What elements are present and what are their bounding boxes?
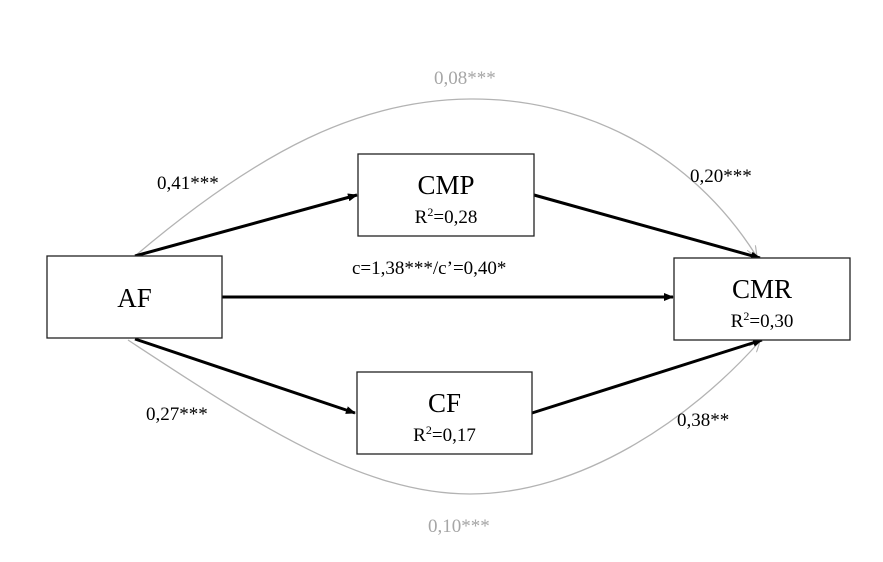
node-af-box <box>46 255 223 339</box>
node-cf-box <box>356 371 533 455</box>
label-af-cf: 0,27*** <box>146 404 208 425</box>
node-cmp-box <box>357 153 535 237</box>
label-af-cmr: c=1,38***/c’=0,40* <box>352 258 506 279</box>
node-af: AF <box>46 255 223 339</box>
path-af-to-cmp <box>134 193 358 258</box>
node-cmr: CMR R2=0,30 <box>673 257 851 341</box>
node-cmp: CMP R2=0,28 <box>357 153 535 237</box>
path-cmp-to-cmr <box>533 193 761 260</box>
node-cmp-label: CMP <box>417 170 474 200</box>
label-indirect-cmp: 0,08*** <box>434 68 496 89</box>
label-cf-cmr: 0,38** <box>677 410 729 431</box>
node-cmr-box <box>673 257 851 341</box>
node-cf-r2: R2=0,17 <box>413 423 476 446</box>
node-cmr-label: CMR <box>732 274 792 304</box>
label-af-cmp: 0,41*** <box>157 173 219 194</box>
node-cmp-r2: R2=0,28 <box>415 205 478 228</box>
path-af-to-cf <box>134 337 356 415</box>
node-cmr-r2: R2=0,30 <box>731 309 794 332</box>
node-af-label: AF <box>117 283 152 313</box>
node-cf: CF R2=0,17 <box>356 371 533 455</box>
label-indirect-cf: 0,10*** <box>428 516 490 537</box>
indirect-path-via-cf <box>127 339 760 495</box>
node-cf-label: CF <box>428 388 461 418</box>
label-cmp-cmr: 0,20*** <box>690 166 752 187</box>
indirect-path-via-cmp <box>134 98 757 257</box>
path-cf-to-cmr <box>531 338 763 415</box>
